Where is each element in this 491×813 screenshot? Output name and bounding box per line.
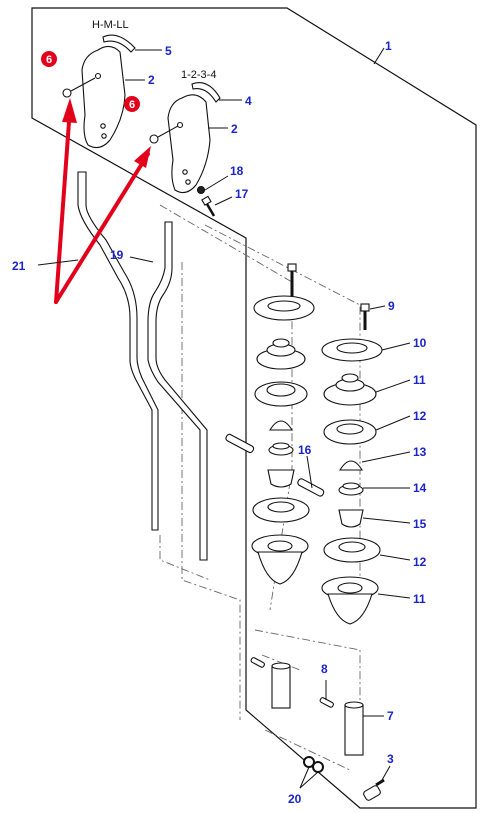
callout-17: 17	[235, 187, 249, 201]
callout-18: 18	[230, 164, 244, 178]
callout-4: 4	[245, 94, 252, 108]
callout-2-lower: 2	[231, 122, 238, 136]
callout-2-upper: 2	[148, 73, 155, 87]
svg-text:6: 6	[46, 54, 52, 66]
callout-numbers: 1 2 2 5 4 18 17 21 19 9 10 11 12 13 14 1…	[12, 39, 427, 806]
nut-6-upper	[62, 88, 72, 98]
right-bearing-stack	[321, 303, 383, 625]
screw-3	[363, 778, 385, 801]
callout-11-bottom: 11	[413, 592, 426, 606]
callout-5: 5	[165, 44, 172, 58]
left-bearing-stack	[251, 263, 315, 585]
callout-3: 3	[387, 752, 394, 766]
callout-19: 19	[110, 248, 124, 262]
dowel-pin-16b	[297, 478, 325, 497]
callout-14: 14	[413, 481, 427, 495]
group-label-hmll: H-M-LL	[92, 19, 129, 31]
callout-leaders	[37, 47, 411, 789]
shaft-left	[250, 657, 291, 709]
callout-12-bottom: 12	[413, 555, 427, 569]
tube-21	[77, 171, 159, 531]
assembly-dash-lines	[159, 204, 361, 771]
highlight-arrows	[54, 98, 151, 304]
svg-text:6: 6	[129, 99, 135, 111]
badge-6-lower: 6	[124, 96, 140, 112]
frame-outline	[31, 7, 477, 809]
callout-21: 21	[12, 259, 26, 273]
callout-9: 9	[388, 299, 395, 313]
badge-6-upper: 6	[41, 51, 57, 67]
callout-12-top: 12	[413, 409, 427, 423]
nut-18	[196, 185, 206, 195]
callout-11-top: 11	[413, 373, 426, 387]
callout-16: 16	[298, 443, 312, 457]
callout-1: 1	[385, 39, 392, 53]
callout-8: 8	[321, 662, 328, 676]
dowel-pin-16a	[225, 433, 255, 454]
cover-plate-upper	[81, 45, 126, 149]
cover-plate-lower	[167, 94, 211, 194]
tube-19	[147, 221, 208, 561]
seal-strip-4	[191, 82, 221, 103]
group-label-1234: 1-2-3-4	[181, 69, 216, 81]
nut-6-lower	[149, 134, 159, 144]
washer-20b	[312, 761, 324, 773]
shaft-right	[319, 697, 364, 756]
callout-15: 15	[413, 517, 427, 531]
callout-13: 13	[413, 445, 427, 459]
seal-strip-5	[102, 34, 136, 53]
bolt-17	[201, 195, 216, 217]
callout-20: 20	[288, 792, 302, 806]
callout-10: 10	[413, 336, 427, 350]
callout-7: 7	[387, 709, 394, 723]
